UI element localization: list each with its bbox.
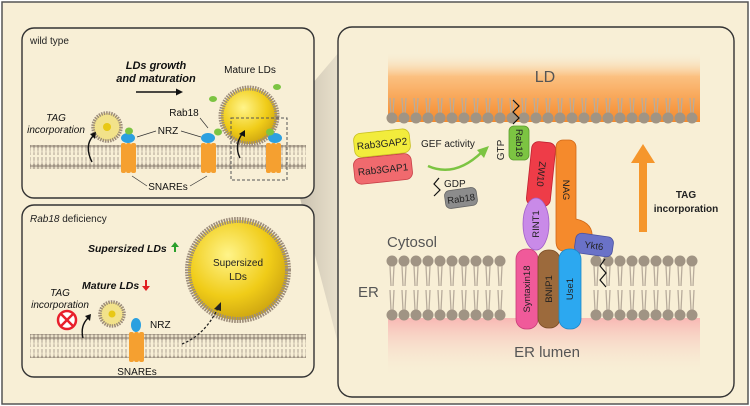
process-label-2: and maturation xyxy=(116,73,196,85)
def-nrz-label: NRZ xyxy=(150,320,171,331)
gef-activity-label: GEF activity xyxy=(421,139,475,150)
cytosol-label: Cytosol xyxy=(387,234,437,251)
wild-type-title: wild type xyxy=(29,36,69,47)
tag-incorporation-arrow xyxy=(631,144,655,232)
er-lumen-region xyxy=(388,318,700,378)
deficiency-title: Rab18 deficiency xyxy=(30,214,107,225)
nag-label: NAG xyxy=(560,180,571,201)
inhibited-icon xyxy=(56,309,78,331)
svg-text:Rab18: Rab18 xyxy=(513,129,524,157)
rab18-deficiency-panel: Rab18 deficiency Supersized LDs Supersiz… xyxy=(21,204,315,378)
def-mature-label: Mature LDs xyxy=(82,280,139,292)
er-lumen-label: ER lumen xyxy=(514,344,580,361)
mature-ld xyxy=(218,85,280,147)
rab18-gdp-protein: Rab18 xyxy=(444,187,478,209)
wt-tag-label-1: TAG xyxy=(46,113,66,124)
svg-text:Rab3GAP2: Rab3GAP2 xyxy=(356,136,408,152)
def-tag-arrow xyxy=(81,317,89,339)
gtp-label: GTP xyxy=(496,139,507,160)
ld-monolayer xyxy=(386,97,698,124)
def-snare-complex xyxy=(129,318,144,362)
droplet-label-1: Supersized xyxy=(213,258,263,269)
bnip1-protein: BNIP1 xyxy=(537,249,561,329)
wt-tag-label-2: incorporation xyxy=(27,125,85,136)
mature-lds-label: Mature LDs xyxy=(224,65,276,76)
use1-protein: Use1 xyxy=(558,248,582,330)
molecular-detail-panel: LD Cytosol ER ER lumen Rab3GAP2 Rab3GAP1… xyxy=(337,26,735,398)
process-label-1: LDs growth xyxy=(126,60,187,72)
snares-label: SNAREs xyxy=(148,182,187,193)
zw10-protein: ZW10 xyxy=(526,141,556,207)
svg-text:Syntaxin18: Syntaxin18 xyxy=(522,265,533,312)
gef-arrow xyxy=(427,151,483,171)
detail-tag-label-2: incorporation xyxy=(654,204,718,215)
process-arrowhead xyxy=(176,88,183,96)
svg-text:Rab18: Rab18 xyxy=(447,192,476,207)
gdp-label: GDP xyxy=(444,179,466,190)
svg-text:Use1: Use1 xyxy=(565,278,576,300)
svg-text:Ykt6: Ykt6 xyxy=(584,240,604,254)
wt-snare-complex-2 xyxy=(201,128,222,173)
er-bilayer xyxy=(386,255,698,321)
rab18-label: Rab18 xyxy=(169,108,199,119)
wt-snare-complex-1 xyxy=(121,127,136,173)
rint1-protein: RINT1 xyxy=(522,197,550,251)
wt-membrane xyxy=(30,145,306,169)
rab3gap2-protein: Rab3GAP2 xyxy=(353,128,411,158)
ld-label: LD xyxy=(535,69,555,86)
er-label-text: ER xyxy=(358,284,379,301)
ld-region xyxy=(388,52,700,122)
droplet-label-2: LDs xyxy=(229,272,247,283)
svg-text:Rab3GAP1: Rab3GAP1 xyxy=(357,162,409,178)
svg-text:BNIP1: BNIP1 xyxy=(544,275,555,302)
detail-tag-label-1: TAG xyxy=(676,190,697,201)
svg-text:ZW10: ZW10 xyxy=(534,161,548,187)
ykt6-protein: Ykt6 xyxy=(574,232,614,258)
rab3gap1-protein: Rab3GAP1 xyxy=(353,153,413,185)
zoom-region-box xyxy=(230,117,288,181)
nrz-label: NRZ xyxy=(158,126,179,137)
def-snares-label: SNAREs xyxy=(117,367,156,378)
def-tag-label-2: incorporation xyxy=(31,300,89,311)
svg-text:RINT1: RINT1 xyxy=(531,210,542,237)
rab18-gtp-protein: Rab18 xyxy=(508,125,530,161)
down-arrow-icon xyxy=(142,280,150,291)
fusion-dashed-arrow xyxy=(181,307,219,345)
def-tag-label-1: TAG xyxy=(50,288,70,299)
up-arrow-icon xyxy=(171,242,179,252)
supersized-label: Supersized LDs xyxy=(88,243,167,255)
supersized-ld xyxy=(185,217,291,323)
wild-type-panel: wild type LDs growth and maturation Matu… xyxy=(21,27,315,199)
syntaxin18-protein: Syntaxin18 xyxy=(515,248,539,330)
def-membrane xyxy=(30,334,306,358)
wt-tag-arrow xyxy=(87,135,94,163)
wt-mature-arrow xyxy=(236,133,243,159)
wt-snare-complex-3 xyxy=(266,128,282,173)
